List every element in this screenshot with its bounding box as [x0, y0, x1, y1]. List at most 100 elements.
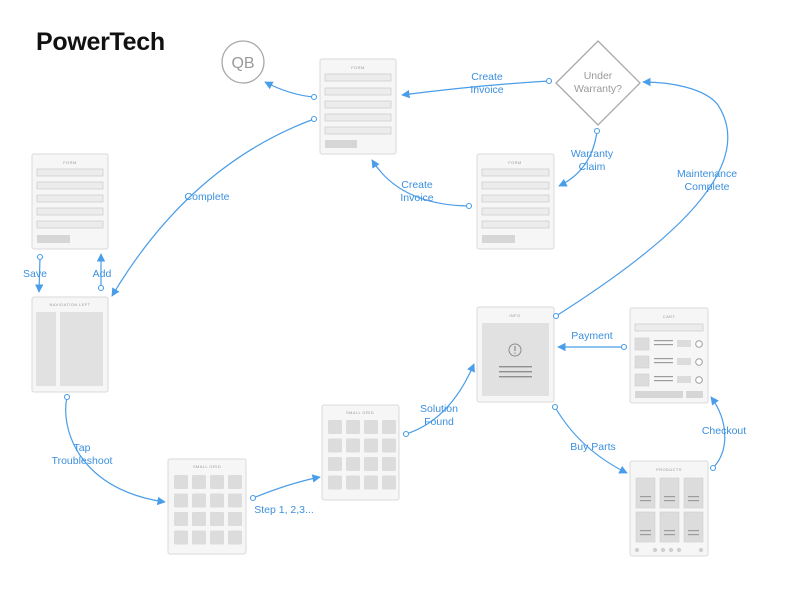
edge-tap-troubleshoot: [65, 396, 166, 506]
info-screen[interactable]: INFO: [476, 306, 555, 403]
label-tap-troubleshoot-2: Troubleshoot: [52, 455, 113, 467]
cart-item-thumb: [634, 337, 650, 351]
edge-save: [35, 256, 44, 293]
small-grid-screen-1[interactable]: SMALL GRID: [167, 458, 247, 555]
product-tile: [635, 511, 656, 543]
label-add: Add: [93, 268, 112, 280]
label-create-invoice-top-1: Create: [471, 71, 503, 83]
cart-item-qty: [677, 340, 691, 347]
pager-dot: [676, 547, 682, 553]
grid-cell: [210, 493, 224, 508]
grid-cell: [192, 530, 206, 545]
product-line: [640, 496, 651, 498]
cart-item-qty: [677, 358, 691, 365]
info-title: INFO: [509, 313, 520, 318]
label-payment: Payment: [571, 330, 613, 342]
form-screen-top[interactable]: FORM: [319, 58, 397, 155]
label-maintenance-complete-1: Maintenance: [677, 168, 737, 180]
label-solution-found-1: Solution: [420, 403, 458, 415]
brand-title: PowerTech: [36, 28, 165, 56]
grid-cell: [210, 512, 224, 526]
qb-node[interactable]: QB: [221, 40, 265, 84]
edge-form-right-to-top: [371, 159, 470, 207]
label-solution-found-2: Found: [424, 416, 454, 428]
edge-solution-found: [405, 363, 475, 435]
grid-cell: [382, 457, 396, 471]
nav-left-title: NAVIGATION LEFT: [50, 302, 91, 307]
qb-label: QB: [231, 55, 254, 72]
grid-cell: [192, 475, 206, 489]
grid-cell: [364, 457, 378, 471]
grid-cell: [192, 512, 206, 526]
label-buy-parts: Buy Parts: [570, 441, 616, 453]
under-warranty-decision[interactable]: Under Warranty?: [555, 40, 641, 126]
grid-cell: [192, 493, 206, 508]
edge-buy-parts: [554, 406, 628, 474]
edge-step: [252, 474, 321, 499]
product-tile: [683, 477, 704, 509]
form-screen-right[interactable]: FORM: [476, 153, 555, 250]
form-screen-left[interactable]: FORM: [31, 153, 109, 250]
grid-cell: [346, 420, 360, 434]
grid-cell: [328, 438, 342, 453]
cart-item-thumb: [634, 355, 650, 369]
product-line: [664, 534, 675, 536]
grid-cell: [174, 530, 188, 545]
grid-cell: [228, 512, 242, 526]
navigation-left-screen[interactable]: NAVIGATION LEFT: [31, 296, 109, 393]
product-tile: [635, 477, 656, 509]
product-line: [640, 500, 651, 502]
cart-item-line: [654, 358, 673, 360]
edge-maintenance-complete: [555, 77, 729, 317]
grid-cell: [364, 438, 378, 453]
products-screen[interactable]: PRODUCTS: [629, 460, 709, 557]
grid-cell: [228, 475, 242, 489]
product-line: [688, 530, 699, 532]
label-save: Save: [23, 268, 47, 280]
cart-item-line: [654, 340, 673, 342]
pager-dot: [660, 547, 666, 553]
edges: [35, 77, 729, 506]
cart-item-line: [654, 344, 673, 346]
product-tile: [659, 477, 680, 509]
cart-title: CART: [663, 314, 676, 319]
label-step: Step 1, 2,3...: [254, 504, 314, 516]
edge-checkout: [710, 396, 726, 469]
product-tile: [659, 511, 680, 543]
grid-cell: [346, 475, 360, 490]
label-create-invoice-mid-2: Invoice: [400, 192, 433, 204]
grid-cell: [364, 475, 378, 490]
grid-cell: [210, 475, 224, 489]
grid-cell: [328, 420, 342, 434]
form-top-title: FORM: [351, 65, 364, 70]
grid-cell: [228, 530, 242, 545]
small-grid-screen-2[interactable]: SMALL GRID: [321, 404, 400, 501]
small-grid-1-title: SMALL GRID: [193, 464, 221, 469]
pager-dot: [668, 547, 674, 553]
cart-screen[interactable]: CART: [629, 307, 709, 404]
form-right-title: FORM: [508, 160, 521, 165]
pager-dot: [698, 547, 704, 553]
grid-cell: [346, 457, 360, 471]
product-line: [688, 500, 699, 502]
edge-decision-to-form: [401, 80, 550, 99]
pager-dot: [652, 547, 658, 553]
small-grid-2-title: SMALL GRID: [346, 410, 374, 415]
form-left-title: FORM: [63, 160, 76, 165]
grid-cell: [364, 420, 378, 434]
product-line: [640, 530, 651, 532]
label-checkout: Checkout: [702, 425, 746, 437]
product-line: [664, 500, 675, 502]
product-line: [688, 496, 699, 498]
cart-item-line: [654, 380, 673, 382]
grid-cell: [382, 420, 396, 434]
product-line: [664, 530, 675, 532]
label-tap-troubleshoot-1: Tap: [74, 442, 91, 454]
cart-item-line: [654, 376, 673, 378]
remove-icon: [695, 340, 703, 348]
edge-warranty-claim: [558, 130, 598, 187]
grid-cell: [210, 530, 224, 545]
label-warranty-claim-2: Claim: [579, 161, 606, 173]
edge-form-to-qb: [264, 81, 315, 98]
